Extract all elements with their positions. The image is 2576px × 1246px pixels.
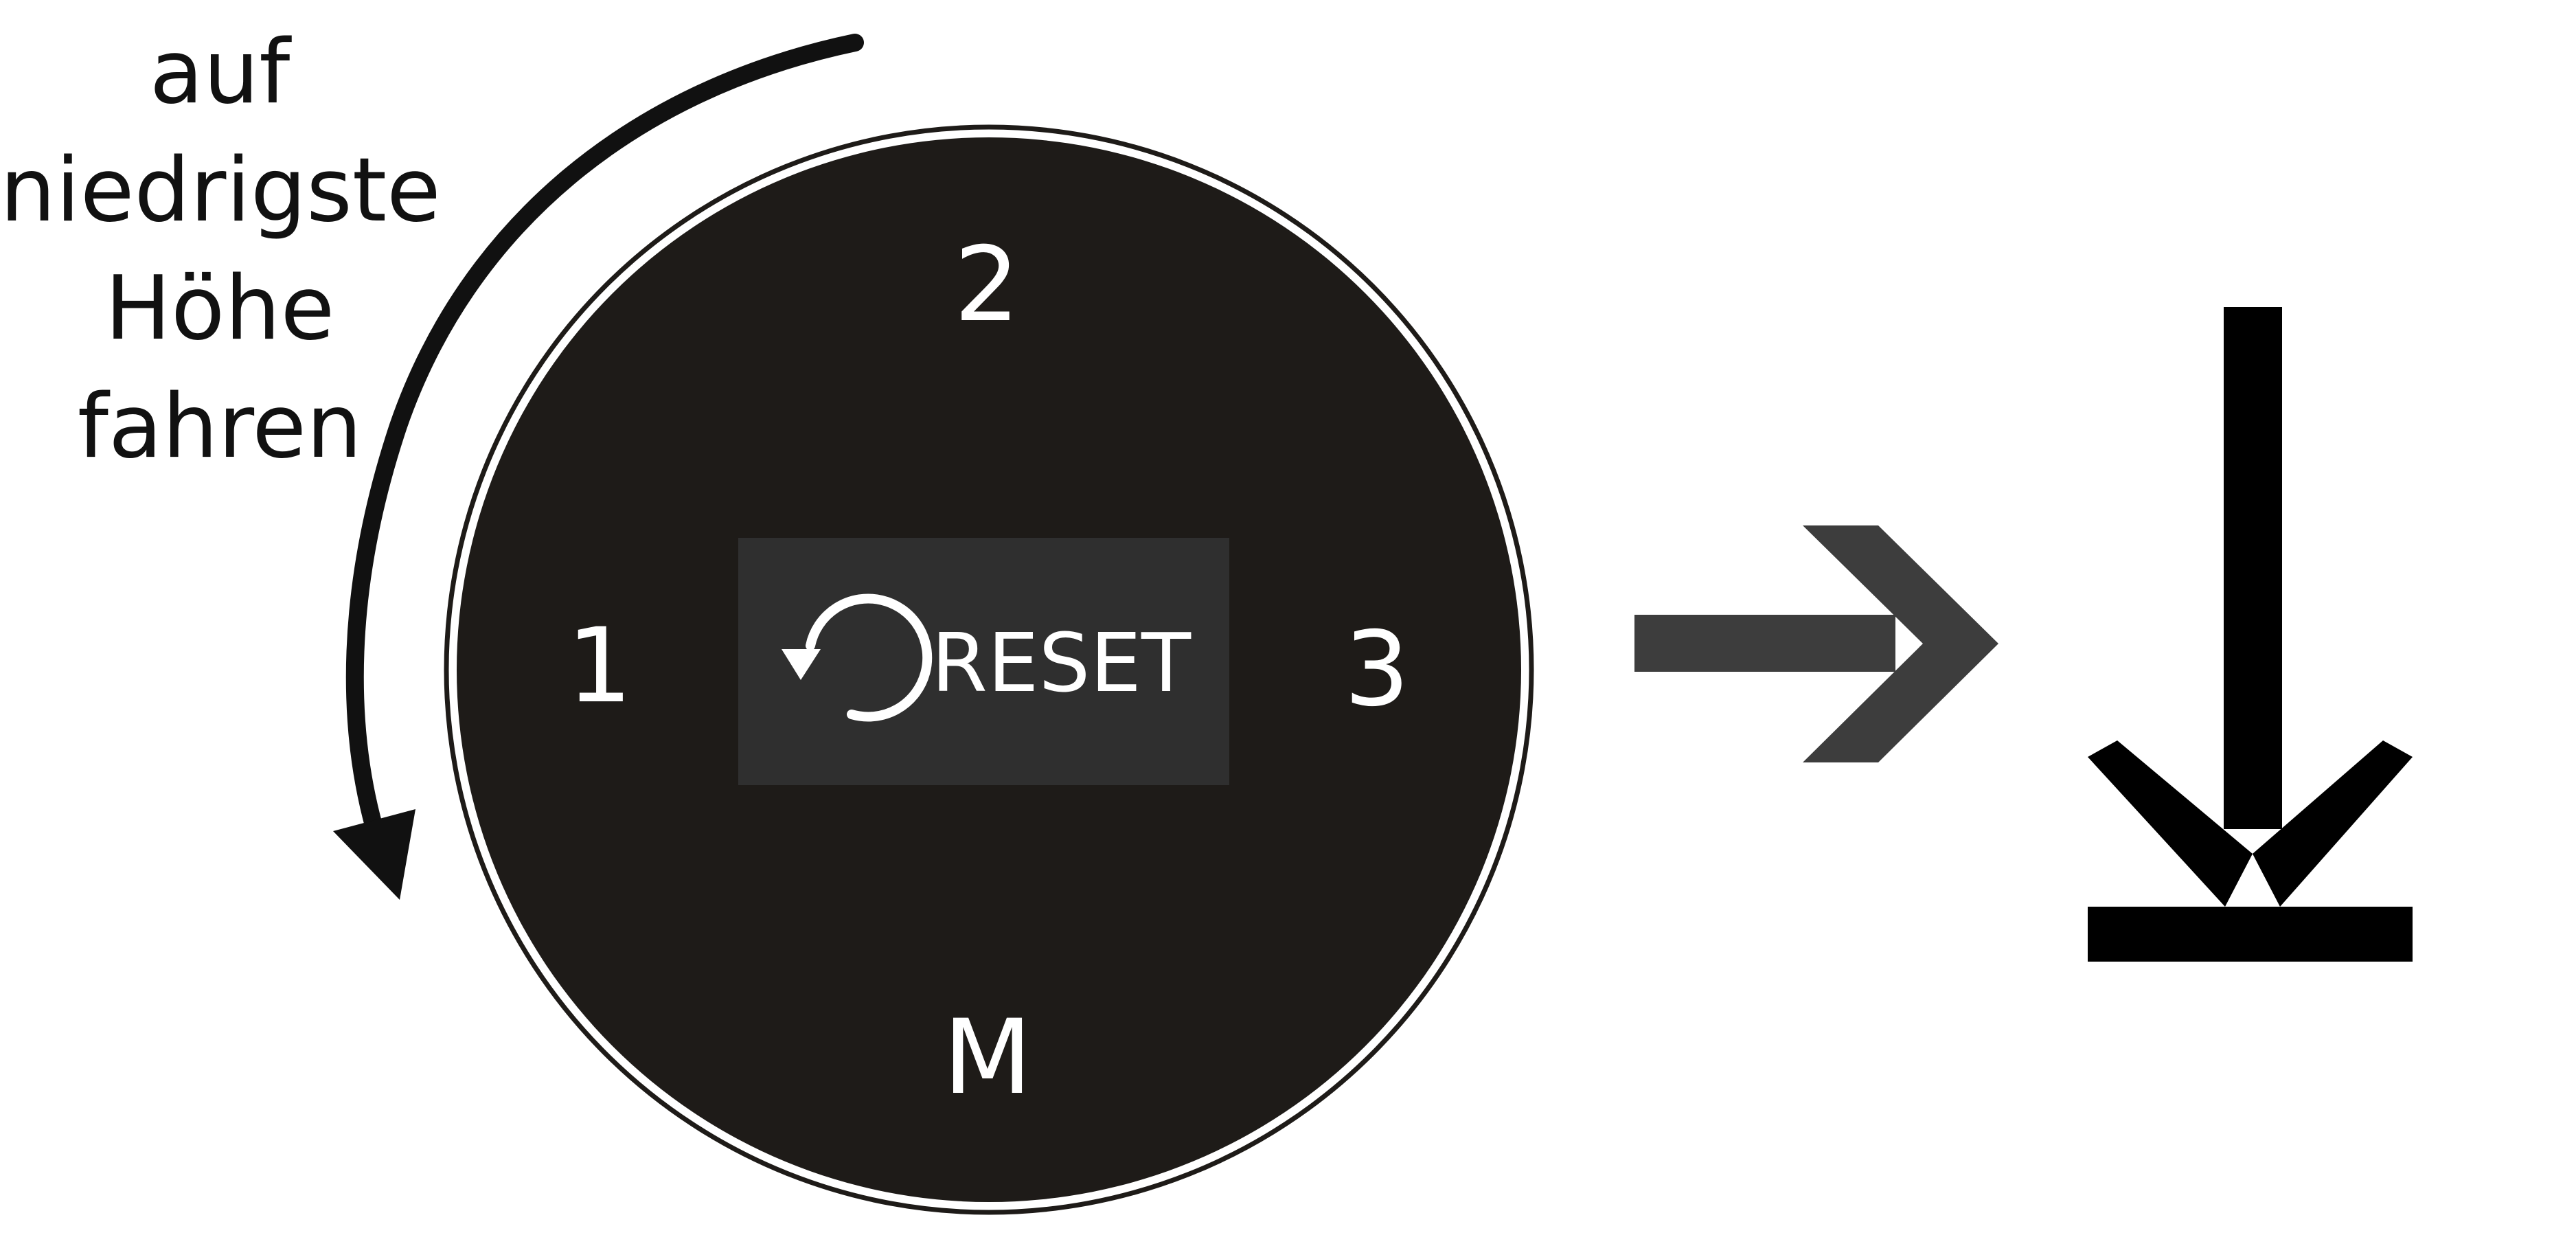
- reset-button-panel: [738, 538, 1229, 785]
- arrow-down-to-bottom-icon: [2088, 307, 2413, 962]
- memory-set-button[interactable]: M: [943, 998, 1031, 1118]
- instruction-line-2: niedrigste: [0, 139, 441, 242]
- reset-button[interactable]: RESET: [738, 538, 1229, 785]
- instruction-line-4: fahren: [77, 376, 363, 478]
- memory-button-2[interactable]: 2: [954, 225, 1019, 345]
- instruction-line-3: Höhe: [104, 258, 335, 360]
- control-pad: 2 1 3 M RESET: [444, 124, 1534, 1215]
- instruction-line-1: auf: [149, 21, 290, 124]
- rotate-ccw-icon: [782, 593, 933, 722]
- control-pad-rim: [444, 124, 1534, 1215]
- instruction-text: auf niedrigste Höhe fahren: [0, 14, 441, 486]
- memory-button-1[interactable]: 1: [567, 607, 632, 726]
- reset-button-label: RESET: [931, 615, 1192, 710]
- memory-button-3[interactable]: 3: [1344, 610, 1409, 729]
- counterclockwise-arrow-icon: [333, 34, 864, 900]
- chevron-arrow-right-icon: [1634, 525, 1998, 762]
